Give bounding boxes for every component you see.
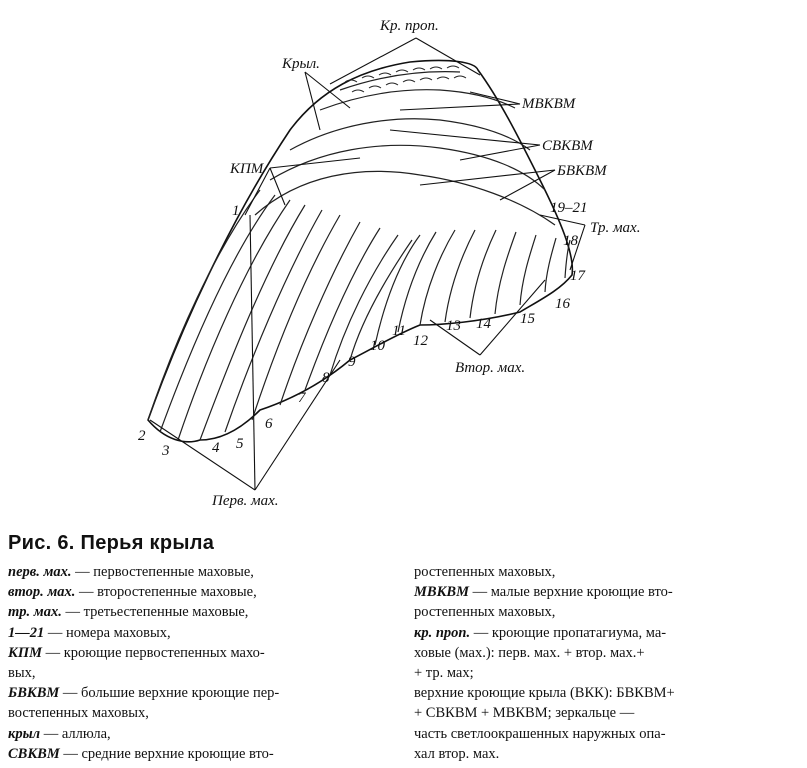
feather-number: 18 [563, 233, 579, 249]
label-perv-max: Перв. мах. [211, 493, 278, 509]
figure-caption: Рис. 6. Перья крыла [8, 532, 214, 555]
legend-text: + тр. мах; [414, 665, 474, 682]
legend-row: + СВКВМ + МВКВМ; зеркальце — [414, 703, 802, 723]
legend-row: + тр. мах; [414, 663, 802, 683]
legend-abbreviation: тр. мах. [8, 604, 62, 621]
feather-number: 11 [392, 323, 406, 339]
feather-number: 5 [236, 436, 244, 452]
legend-abbreviation: кр. проп. [414, 624, 471, 641]
legend-abbreviation: МВКВМ [414, 584, 469, 601]
legend-row: втор. мах. — второстепенные маховые, [8, 582, 400, 602]
primary-feathers [147, 189, 413, 441]
feather-number: 10 [370, 338, 386, 354]
legend-row: востепенных маховых, [8, 703, 400, 723]
feather-number: 15 [520, 311, 536, 327]
feather-number: 13 [446, 318, 461, 334]
legend-text: ховые (мах.): перв. мах. + втор. мах.+ [414, 644, 645, 661]
propatagium-pattern [344, 65, 467, 93]
legend-abbreviation: КПМ [8, 644, 43, 661]
feather-number: 16 [555, 296, 571, 312]
legend-row: перв. мах. — первостепенные маховые, [8, 562, 400, 582]
legend-text: хал втор. мах. [414, 745, 500, 762]
legend-text: — большие верхние кроющие пер- [62, 685, 280, 702]
legend-row: вых, [8, 663, 400, 683]
legend-text: — третьестепенные маховые, [65, 604, 249, 621]
secondary-feathers [374, 229, 571, 346]
legend-text: верхние кроющие крыла (ВКК): БВКВМ+ [414, 685, 675, 702]
label-tr-max: Тр. мах. [590, 220, 640, 236]
feather-number: 6 [265, 416, 273, 432]
legend-row: верхние кроющие крыла (ВКК): БВКВМ+ [414, 683, 802, 703]
legend-text: вых, [8, 665, 36, 682]
label-cbkbm: СВКВМ [542, 138, 594, 154]
legend-row: ростепенных маховых, [414, 562, 802, 582]
wing-outline [147, 59, 574, 443]
legend-text: востепенных маховых, [8, 705, 149, 722]
label-kryl: Крыл. [281, 56, 320, 72]
legend-abbreviation: СВКВМ [8, 745, 60, 762]
feather-number: 9 [348, 354, 356, 370]
legend-row: БВКВМ — большие верхние кроющие пер- [8, 683, 400, 703]
legend-row: МВКВМ — малые верхние кроющие вто- [414, 582, 802, 602]
legend-text: — второстепенные маховые, [79, 584, 257, 601]
feather-number: 4 [212, 440, 220, 456]
label-bbkbm: БВКВМ [556, 163, 608, 179]
legend-row: хал втор. мах. [414, 744, 802, 764]
legend-row: тр. мах. — третьестепенные маховые, [8, 602, 400, 622]
legend-text: — номера маховых, [47, 624, 171, 641]
legend-row: часть светлоокрашенных наружных опа- [414, 724, 802, 744]
legend-text: + СВКВМ + МВКВМ; зеркальце — [414, 705, 635, 722]
legend-abbreviation: БВКВМ [8, 685, 60, 702]
legend-row: 1—21 — номера маховых, [8, 623, 400, 643]
legend-text: — средние верхние кроющие вто- [63, 745, 274, 762]
legend-left-column: перв. мах. — первостепенные маховые,втор… [8, 562, 400, 764]
legend-row: кр. проп. — кроющие пропатагиума, ма- [414, 623, 802, 643]
legend-right-column: ростепенных маховых, МВКВМ — малые верхни… [414, 562, 802, 764]
legend-abbreviation: перв. мах. [8, 564, 72, 580]
legend-text: — аллюла, [43, 725, 111, 742]
legend-text: — первостепенные маховые, [75, 564, 254, 580]
leader-lines [149, 37, 586, 491]
legend-abbreviation: 1—21 [8, 624, 45, 641]
feather-number: 7 [298, 390, 307, 406]
legend-text: часть светлоокрашенных наружных опа- [414, 725, 666, 742]
covert-rows [254, 71, 556, 226]
feather-number: 1 [232, 203, 240, 219]
feather-number: 3 [161, 443, 170, 459]
legend-text: ростепенных маховых, [414, 564, 556, 580]
legend-text: — кроющие пропатагиума, ма- [473, 624, 667, 641]
legend-row: КПМ — кроющие первостепенных махо- [8, 643, 400, 663]
legend-row: ростепенных маховых, [414, 602, 802, 622]
label-kr-prop: Кр. проп. [379, 18, 439, 34]
legend-row: СВКВМ — средние верхние кроющие вто- [8, 744, 400, 764]
wing-feathers-illustration: Кр. проп. Крыл. МВКВМ СВКВМ БВКВМ КПМ 19… [138, 18, 640, 509]
figure-title: Перья крыла [80, 532, 215, 554]
feather-number: 12 [413, 333, 429, 349]
label-19-21: 19–21 [550, 200, 588, 216]
legend-abbreviation: крыл [8, 725, 41, 742]
feather-number: 2 [138, 428, 146, 444]
legend-text: ростепенных маховых, [414, 604, 556, 621]
legend-abbreviation: втор. мах. [8, 584, 76, 601]
figure-number: Рис. 6. [8, 532, 75, 554]
legend-row: ховые (мах.): перв. мах. + втор. мах.+ [414, 643, 802, 663]
legend-row: крыл — аллюла, [8, 724, 400, 744]
feather-number: 14 [476, 316, 492, 332]
legend-text: — малые верхние кроющие вто- [472, 584, 673, 601]
feather-number: 8 [322, 370, 330, 386]
label-vtor-max: Втор. мах. [455, 360, 525, 376]
legend-text: — кроющие первостепенных махо- [45, 644, 265, 661]
label-kpm: КПМ [229, 161, 265, 177]
label-mbkbm: МВКВМ [521, 96, 577, 112]
feather-number: 17 [570, 268, 587, 284]
